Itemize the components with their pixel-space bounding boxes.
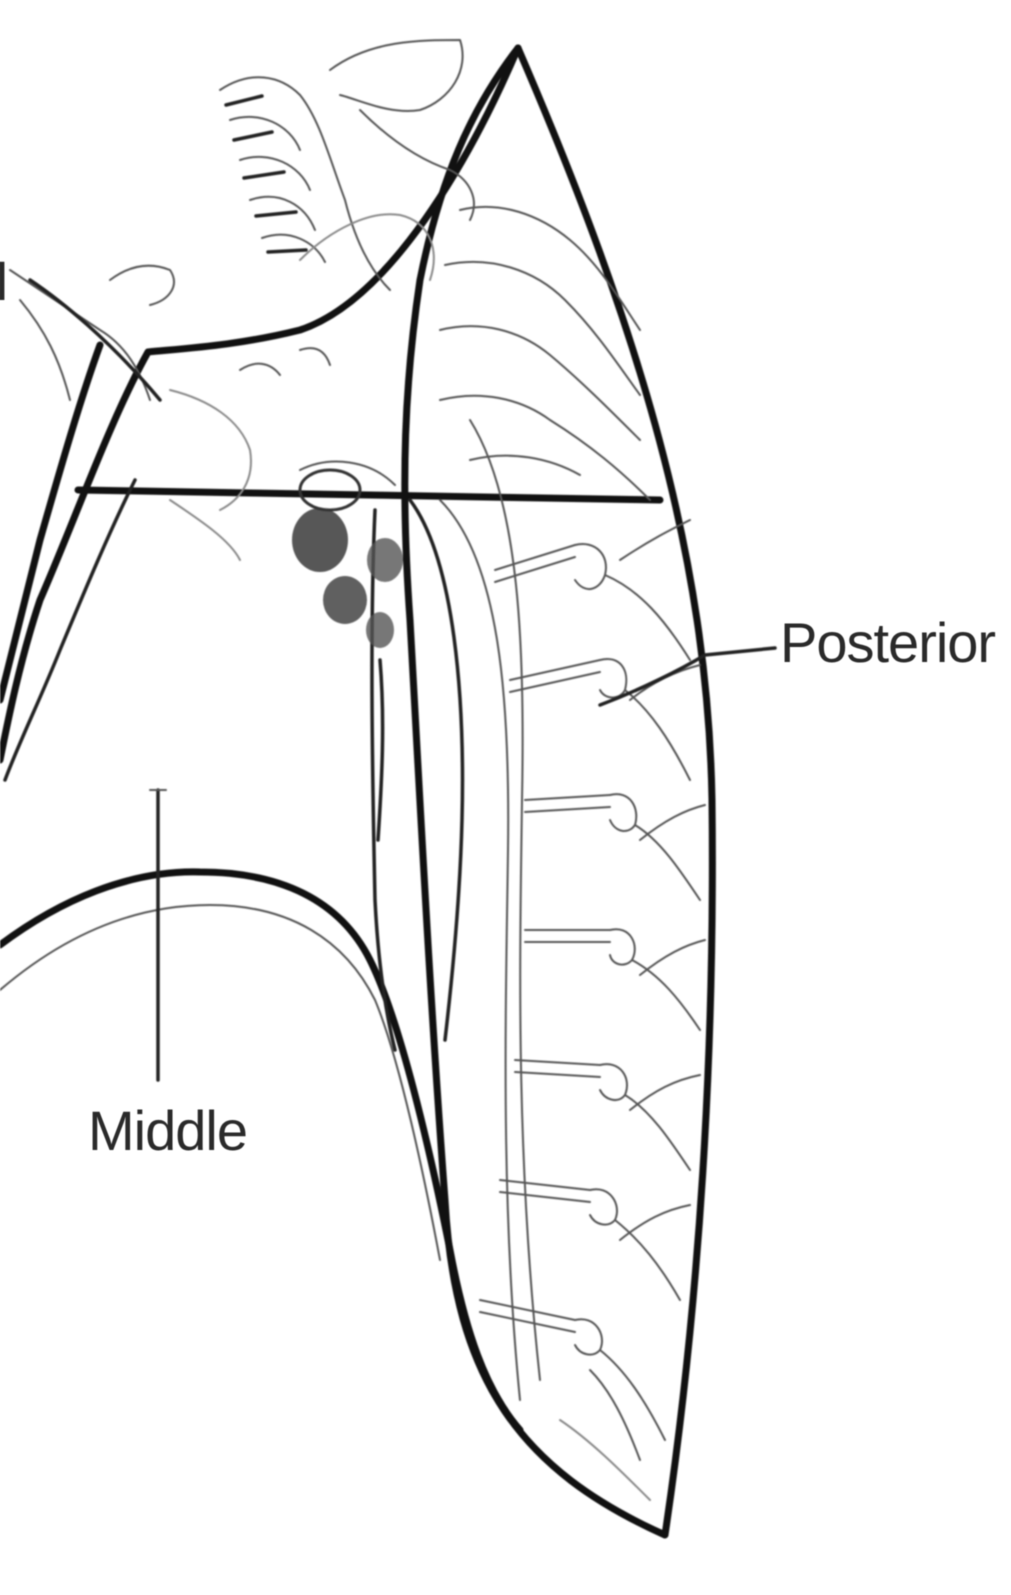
- sternum-edge: [0, 345, 100, 700]
- left-leader-line: [30, 280, 160, 400]
- hilum-vessel-cluster: [292, 462, 403, 840]
- middle-label: Middle: [88, 1098, 247, 1163]
- posterior-compartment-outline: [405, 48, 713, 1535]
- left-cut-label: I: [0, 248, 9, 313]
- posterior-label: Posterior: [780, 610, 995, 675]
- diaphragm-inner-curve: [0, 905, 440, 1260]
- posterior-ribs-vertebrae: [440, 207, 705, 1500]
- cervical-vertebrae-sketch: [220, 40, 474, 290]
- aorta-right-wall: [470, 420, 540, 1380]
- left-rib-sketch: [10, 266, 330, 560]
- sternal-angle-plane: [78, 490, 660, 500]
